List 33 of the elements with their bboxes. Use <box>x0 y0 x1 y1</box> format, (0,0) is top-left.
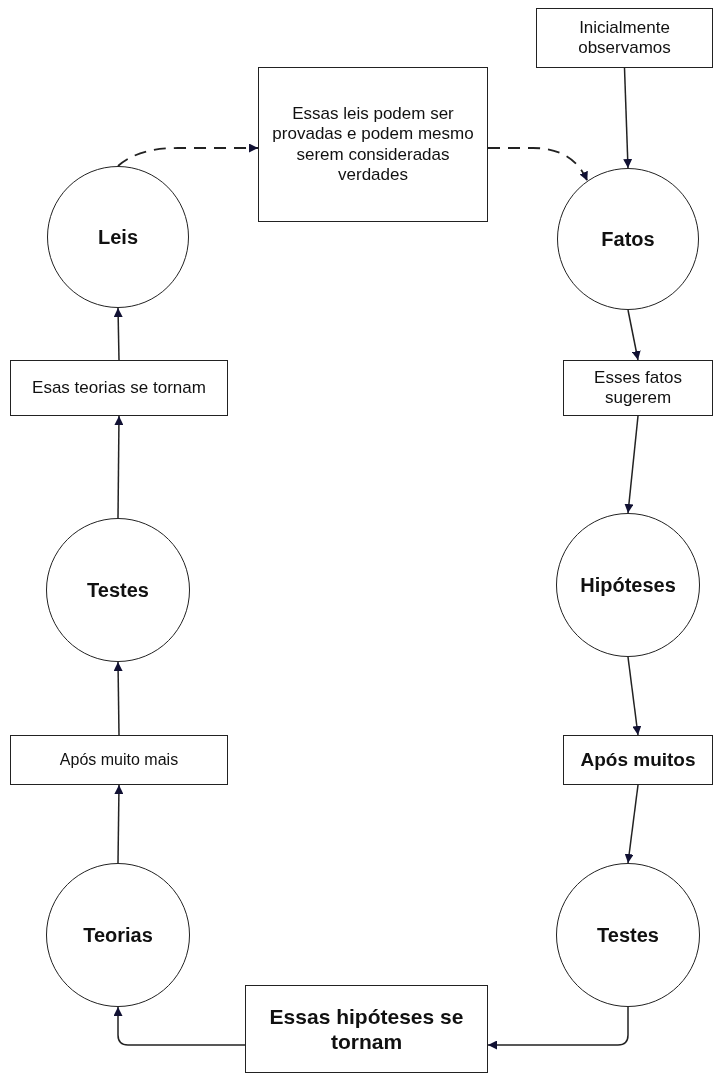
arrow <box>487 1006 629 1050</box>
arrow <box>624 415 639 514</box>
arrow <box>627 656 642 736</box>
text-box <box>10 360 228 416</box>
arrow <box>624 784 639 864</box>
arrow <box>114 415 124 519</box>
box-text: Essas hipóteses se tornam <box>268 1003 465 1055</box>
text-box <box>563 735 713 785</box>
dashed-arrow <box>487 147 589 182</box>
text-box <box>10 735 228 785</box>
text-box <box>536 8 713 68</box>
node-label: Leis <box>98 225 138 249</box>
box-text: Após muitos <box>580 748 696 772</box>
arrow <box>627 309 641 361</box>
text-box <box>258 67 488 222</box>
node-label: Fatos <box>601 227 655 251</box>
box-text: Essas leis podem ser provadas e podem mesmo serem consideradas verdades <box>271 103 475 186</box>
dashed-arrow <box>117 143 259 167</box>
arrow <box>113 1006 246 1046</box>
arrow <box>113 661 123 736</box>
box-text: Esses fatos sugerem <box>593 367 683 409</box>
node-label: Teorias <box>83 923 153 947</box>
arrow <box>623 67 633 169</box>
node-label: Hipóteses <box>580 573 676 597</box>
text-box <box>563 360 713 416</box>
arrow <box>113 307 123 361</box>
box-text: Esas teorias se tornam <box>32 377 206 399</box>
node-label: Testes <box>87 578 149 602</box>
text-box <box>245 985 488 1073</box>
node-label: Testes <box>597 923 659 947</box>
arrow <box>114 784 124 864</box>
box-text: Após muito mais <box>59 750 179 770</box>
box-text: Inicialmente observamos <box>577 17 672 59</box>
